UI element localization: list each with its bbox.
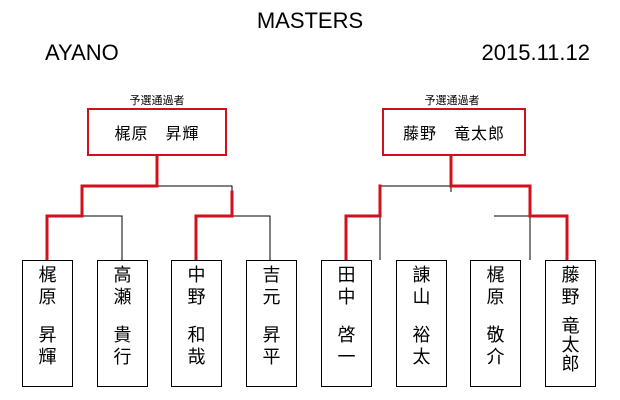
winner-path <box>45 154 159 262</box>
player-name-line2: 昇 輝 <box>38 325 57 368</box>
player-name-line1: 諌 山 <box>412 265 431 308</box>
bracket-line <box>494 215 531 260</box>
player-name-line2: 和 哉 <box>187 325 206 368</box>
player-card: 高 瀬 貴 行 <box>97 260 148 387</box>
player-name-line1: 中 野 <box>187 265 206 308</box>
player-name-line1: 高 瀬 <box>113 265 132 308</box>
bracket-line <box>380 185 452 192</box>
player-name-line2: 昇 平 <box>262 325 281 368</box>
player-name-line1: 田 中 <box>337 265 356 308</box>
player-name-line1: 藤 野 <box>561 265 580 308</box>
player-name-line2: 敬 介 <box>486 325 505 368</box>
winner-path <box>344 184 382 262</box>
date-label: 2015.11.12 <box>481 40 590 65</box>
player-name-line2: 貴 行 <box>113 325 132 368</box>
player-card: 諌 山 裕 太 <box>396 260 447 387</box>
player-name-line1: 梶 原 <box>486 265 505 308</box>
bracket-line <box>232 215 271 260</box>
bracket-line <box>82 215 123 260</box>
player-card: 吉 元 昇 平 <box>246 260 297 387</box>
player-name-line1: 吉 元 <box>262 265 281 308</box>
winner-path <box>449 154 569 262</box>
player-card: 田 中 啓 一 <box>321 260 372 387</box>
qualifier-caption: 予選通過者 <box>424 94 480 107</box>
player-card: 中 野 和 哉 <box>171 260 222 387</box>
player-card: 梶 原 敬 介 <box>470 260 521 387</box>
winner-box: 梶原 昇輝 <box>87 108 227 156</box>
author-label: AYANO <box>45 40 119 65</box>
player-name-line2: 啓 一 <box>337 325 356 368</box>
winner-path <box>194 190 234 262</box>
bracket-line <box>157 185 233 192</box>
page-title: MASTERS <box>256 8 364 33</box>
winner-box: 藤野 竜太郎 <box>382 108 526 156</box>
winner-name: 梶原 昇輝 <box>114 124 200 143</box>
qualifier-caption: 予選通過者 <box>129 94 185 107</box>
player-name-line2: 竜 太 郎 <box>561 316 580 375</box>
winner-name: 藤野 竜太郎 <box>402 124 505 143</box>
player-card: 梶 原 昇 輝 <box>22 260 73 387</box>
player-name-line1: 梶 原 <box>38 265 57 308</box>
player-card: 藤 野 竜 太 郎 <box>545 260 596 387</box>
player-name-line2: 裕 太 <box>412 325 431 368</box>
bracket-line <box>346 215 381 260</box>
